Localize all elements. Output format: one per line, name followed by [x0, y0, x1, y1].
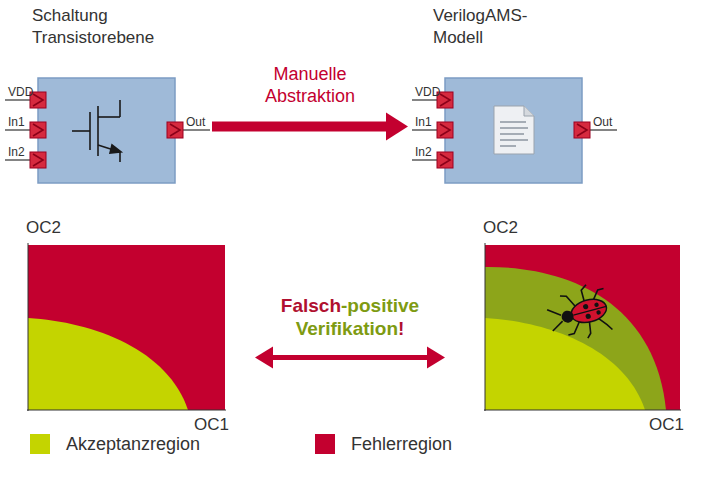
axis-label: OC2 — [483, 219, 518, 236]
transistor-symbol — [72, 100, 121, 162]
axis-label: OC2 — [26, 219, 61, 236]
pin-label: VDD — [8, 86, 33, 98]
pin-label: In1 — [8, 116, 25, 128]
region-plot — [484, 243, 681, 411]
region-plot: OC2OC1 — [485, 245, 680, 410]
legend-swatch — [30, 434, 50, 454]
box-heading: Schaltung Transistorebene — [32, 5, 202, 49]
pin-label: Out — [186, 116, 205, 128]
connector-arrow — [212, 113, 408, 141]
document-icon — [494, 106, 534, 154]
connector-arrow — [255, 347, 445, 369]
region-plot: OC2OC1 — [28, 245, 225, 410]
legend-swatch — [315, 434, 335, 454]
legend-text: Akzeptanzregion — [66, 435, 200, 453]
model-box: VerilogAMS- Modell — [445, 78, 582, 183]
circuit-box: Schaltung Transistorebene — [38, 78, 175, 183]
edge-label: Falsch-positive Verifikation! — [265, 294, 435, 342]
axis-label: OC1 — [649, 416, 684, 433]
box-heading: VerilogAMS- Modell — [433, 5, 551, 49]
legend-text: Fehlerregion — [351, 435, 452, 453]
model-box — [412, 78, 617, 183]
pin-label: VDD — [415, 86, 440, 98]
pin-label: In2 — [415, 146, 432, 158]
axis-label: OC1 — [194, 416, 229, 433]
pin-label: In1 — [415, 116, 432, 128]
pin-label: Out — [593, 116, 612, 128]
bug-illustration — [543, 281, 614, 347]
edge-label: Manuelle Abstraktion — [235, 63, 385, 108]
region-plot — [27, 243, 226, 411]
pin-label: In2 — [8, 146, 25, 158]
circuit-box — [5, 78, 210, 183]
